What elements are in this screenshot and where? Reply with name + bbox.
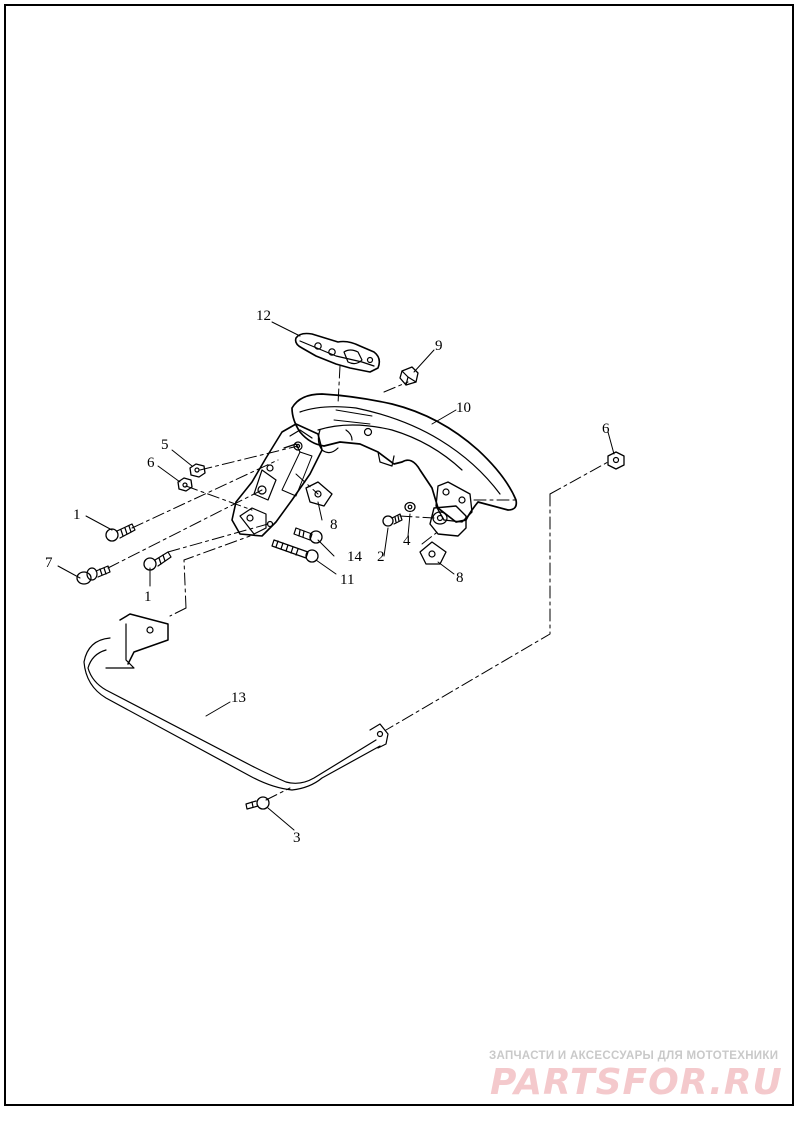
part-6-nut-right: [607, 451, 625, 470]
leader-lines: [57, 321, 615, 831]
support-bracket: [231, 423, 323, 537]
callout-8-lower: 8: [456, 570, 464, 586]
watermark-tagline: ЗАПЧАСТИ И АКСЕССУАРЫ ДЛЯ МОТОТЕХНИКИ: [489, 1050, 779, 1062]
part-9-clip: [399, 366, 419, 386]
part-7-bolt: [76, 565, 111, 585]
part-2-screw: [382, 513, 403, 527]
part-1-screw-top: [105, 523, 136, 542]
part-1-screw-bottom: [143, 551, 172, 571]
callout-12: 12: [256, 308, 271, 324]
callout-1-bottom: 1: [144, 589, 152, 605]
callout-6-left: 6: [147, 455, 155, 471]
part-10-rail: [291, 393, 518, 537]
callouts: 12 9 10 6 5 6 1 7 1 8 14 11 2 4 8 13 3: [45, 308, 610, 846]
callout-10: 10: [456, 400, 471, 416]
callout-11: 11: [340, 572, 354, 588]
callout-9: 9: [435, 338, 443, 354]
callout-4: 4: [403, 533, 411, 549]
part-6-nut-left: [177, 477, 193, 492]
callout-5: 5: [161, 437, 169, 453]
callout-1-top: 1: [73, 507, 81, 523]
callout-14: 14: [347, 549, 363, 565]
drawing-frame: [4, 4, 794, 1106]
part-13-support-rail: [83, 613, 389, 791]
part-14-screw: [293, 527, 323, 544]
callout-8-upper: 8: [330, 517, 338, 533]
callout-7: 7: [45, 555, 53, 571]
part-5-nut: [189, 463, 206, 478]
centerlines: [107, 365, 609, 801]
callout-13: 13: [231, 690, 246, 706]
callout-2: 2: [377, 549, 385, 565]
part-4-washer: [404, 501, 416, 513]
part-8-nut-clip-lower: [419, 541, 447, 565]
part-8-nut-clip-upper: [305, 481, 333, 507]
callout-6-right: 6: [602, 421, 610, 437]
callout-3: 3: [293, 830, 301, 846]
part-11-bolt: [271, 539, 319, 563]
watermark-logo: PARTSFOR.RU: [490, 1062, 783, 1103]
part-12-trim-plate: [294, 332, 381, 373]
part-3-screw: [245, 796, 270, 810]
